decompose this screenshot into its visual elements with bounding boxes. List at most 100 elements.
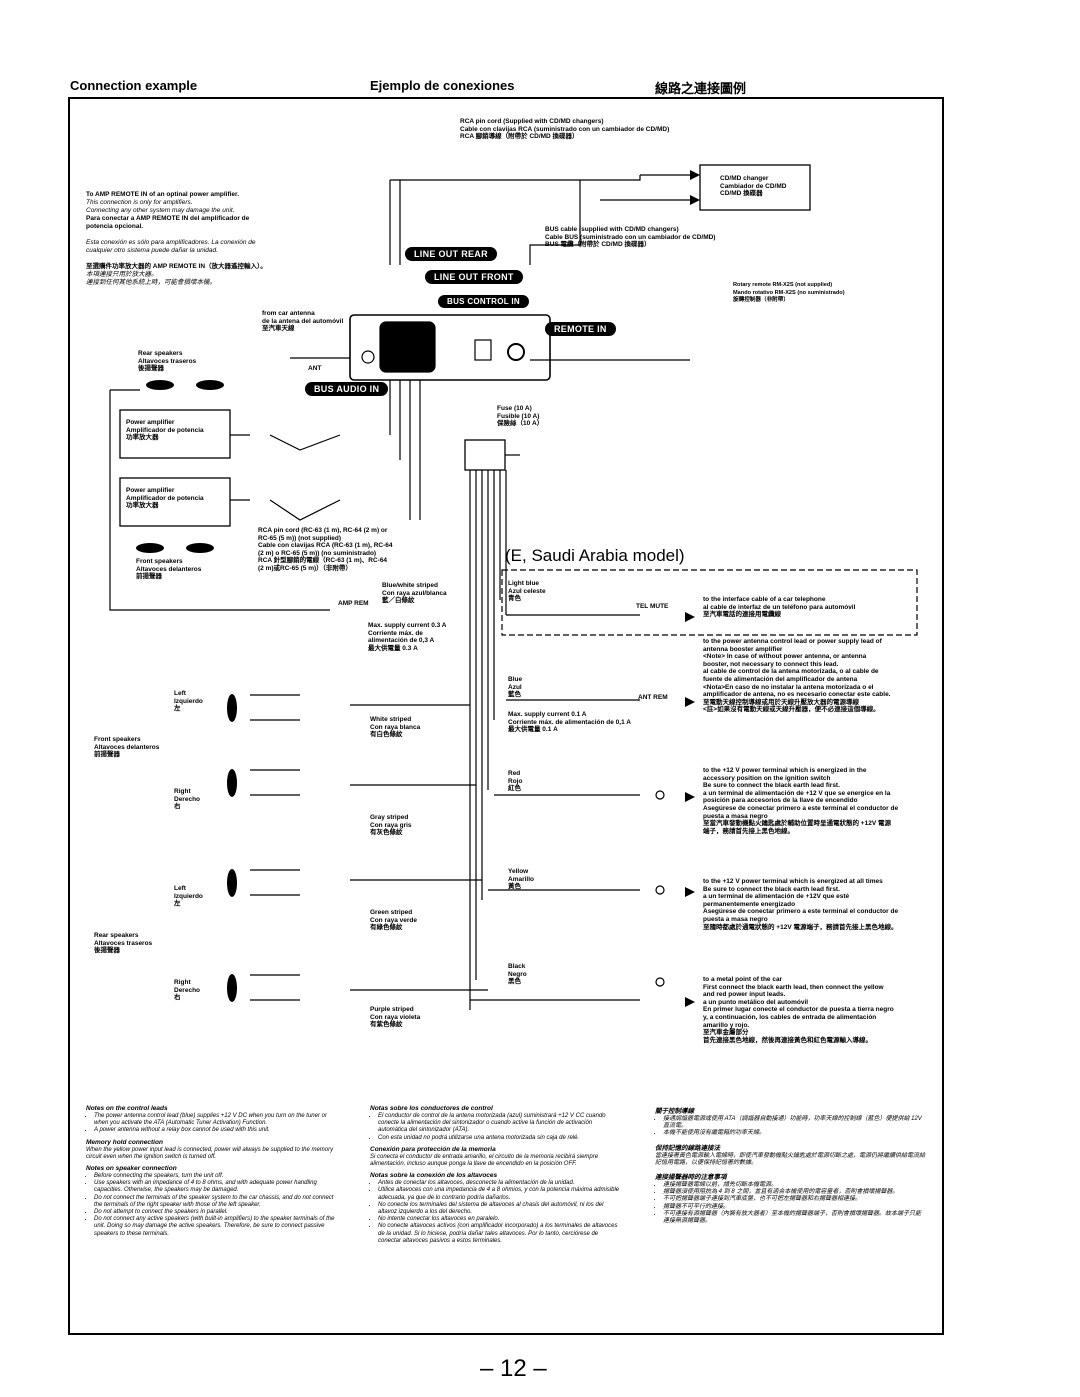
arrow-heads: [685, 170, 700, 1007]
speaker-leads: [250, 694, 300, 1001]
notes-es-item: El conductor de control de la antena mot…: [378, 1113, 620, 1135]
label-power-amp-2: Power amplifier Amplificador de potencia…: [126, 487, 204, 510]
notes-zh-item: 不可把揚聲器端子連接到汽車底盤，也不可把左揚聲器和右揚聲器相連接。: [663, 1196, 925, 1203]
saudi-arabia-box: [501, 569, 918, 636]
label-amp-remote-es-note: Esta conexión es sólo para amplificadore…: [86, 239, 256, 254]
label-amp-remote-note: This connection is only for amplifiers. …: [86, 199, 235, 214]
notes-en-item: Do not connect the terminals of the spea…: [94, 1195, 336, 1209]
notes-chinese: 關于控制導線 接通調諧器電源或使用 ATA（調諧器自動接通）功能時，功率天線的控…: [655, 1105, 925, 1229]
arrow-head: [685, 887, 695, 897]
port-bus-audio-in: BUS AUDIO IN: [305, 382, 389, 396]
notes-en-paragraph: When the yellow power input lead is conn…: [86, 1146, 334, 1160]
notes-zh-item: 連接揚聲器電線以前，請先切斷本機電源。: [663, 1182, 925, 1189]
notes-es-item: Antes de conectar los altavoces, descone…: [378, 1180, 620, 1187]
amp-remote-loop: [109, 389, 330, 611]
antenna-jack: [361, 350, 375, 364]
plus-terminal-icon: [655, 790, 665, 800]
label-rca-bottom: RCA pin cord (RC-63 (1 m), RC-64 (2 m) o…: [258, 527, 393, 572]
notes-zh-item: 揚聲器不可平行的連接。: [663, 1204, 925, 1211]
speaker-harness-leads: [350, 704, 488, 991]
plus-terminal-icon: [655, 885, 665, 895]
notes-en-item: Do not attempt to connect the speakers i…: [94, 1209, 336, 1216]
harness-wires: [469, 470, 507, 1010]
notes-spanish: Notas sobre los conductores de control E…: [370, 1105, 620, 1249]
label-blue-desc: to the power antenna control lead or pow…: [703, 638, 891, 714]
speaker-icons: [136, 380, 237, 1002]
notes-zh-heading-2: 保持記憶的線路連接法: [655, 1144, 720, 1152]
label-green-striped: Green striped Con raya verde 有綠色條紋: [370, 909, 417, 932]
port-bus-control-in: BUS CONTROL IN: [438, 295, 529, 308]
notes-en-item: Before connecting the speakers, turn the…: [94, 1173, 336, 1180]
speaker-rear-left-icon: [227, 869, 237, 897]
notes-zh-heading-1: 關于控制導線: [655, 1108, 694, 1115]
speaker-rear-top-right-icon: [196, 380, 224, 390]
speaker-front-top-left-icon: [136, 543, 164, 553]
label-black: Black Negro 黑色: [508, 963, 527, 986]
label-rear-speakers: Rear speakers Altavoces traseros 後揚聲器: [94, 932, 153, 955]
diagram-frame: [68, 97, 944, 1335]
label-left-1: Left Izquierdo 左: [174, 690, 203, 713]
bus-cable-wire: [529, 174, 690, 265]
label-red: Red Rojo 紅色: [508, 770, 523, 793]
port-line-out-front: LINE OUT FRONT: [425, 270, 523, 284]
label-ant-rem: ANT REM: [638, 694, 668, 701]
notes-es-item: Utilice altavoces con una impedancia de …: [378, 1187, 620, 1201]
arrow-head: [685, 697, 695, 707]
port-line-out-rear: LINE OUT REAR: [405, 247, 497, 261]
label-max-01: Max. supply current 0.1 A Corriente máx.…: [508, 711, 631, 734]
power-amp-1-box: [119, 409, 231, 459]
label-antenna: from car antenna de la antena del automó…: [262, 310, 344, 333]
notes-en-heading-3: Notes on speaker connection: [86, 1165, 177, 1173]
notes-es-heading-2: Conexión para protección de la memoria: [370, 1145, 496, 1153]
notes-zh-item: 接通調諧器電源或使用 ATA（調諧器自動接通）功能時，功率天線的控制線（藍色）便…: [663, 1116, 925, 1130]
label-gray-striped: Gray striped Con raya gris 有灰色條紋: [370, 814, 412, 837]
label-front-speakers: Front speakers Altavoces delanteros 前揚聲器: [94, 736, 160, 759]
notes-english: Notes on the control leads The power ant…: [86, 1105, 336, 1242]
changer-box: [699, 164, 811, 211]
notes-zh-item: 揚聲器須使用阻抗為 4 到 8 之間，並且有適合本機使用的電容量者，否則會損壞揚…: [663, 1189, 925, 1196]
label-fuse: Fuse (10 A) Fusible (10 A) 保險絲（10 A）: [497, 405, 544, 428]
notes-zh-heading-3: 連接揚聲器時的注意事項: [655, 1174, 727, 1182]
arrow-head: [685, 612, 695, 622]
label-rear-speakers-top: Rear speakers Altavoces traseros 後揚聲器: [138, 350, 197, 373]
label-rca-top: RCA pin cord (Supplied with CD/MD change…: [460, 118, 670, 141]
label-red-desc: to the +12 V power terminal which is ene…: [703, 767, 899, 835]
rca-top-wire: [389, 175, 641, 265]
notes-en-heading-1: Notes on the control leads: [86, 1105, 168, 1112]
notes-en-item: Do not connect any active speakers (with…: [94, 1216, 336, 1238]
speaker-rear-right-icon: [227, 974, 237, 1002]
speaker-rear-top-left-icon: [146, 380, 174, 390]
label-right-1: Right Derecho 右: [174, 788, 201, 811]
label-yellow-desc: to the +12 V power terminal which is ene…: [703, 878, 899, 931]
header-es: Ejemplo de conexiones: [370, 78, 515, 93]
minus-terminal-icon: [655, 977, 665, 987]
label-amp-remote: To AMP REMOTE IN of an optinal power amp…: [86, 191, 240, 198]
harness-connector: [464, 439, 506, 471]
notes-es-paragraph: Si conecta el conductor de entrada amari…: [370, 1153, 599, 1168]
label-rotary-remote: Rotary remote RM-X2S (not supplied) Mand…: [733, 282, 845, 304]
notes-es-heading-1: Notas sobre los conductores de control: [370, 1105, 493, 1112]
notes-zh-paragraph: 當連接著黃色電源輸入電線時，即使汽車發動機點火鑰匙處於電源切斷之處，電源仍將繼續…: [655, 1152, 926, 1166]
notes-en-item: A power antenna without a relay box cann…: [94, 1127, 336, 1134]
notes-en-heading-2: Memory hold connection: [86, 1138, 163, 1146]
label-light-blue: Light blue Azul celeste 青色: [508, 580, 546, 603]
power-amp-2-box: [119, 477, 231, 527]
page-number: – 12 –: [480, 1355, 547, 1382]
label-blue: Blue Azul 藍色: [508, 676, 523, 699]
label-max-03: Max. supply current 0.3 A Corriente máx.…: [368, 622, 447, 652]
label-amp-remote-zh: 至選購件功率放大器的 AMP REMOTE IN（放大器遙控輸入）。: [86, 263, 267, 270]
remote-jack: [507, 343, 525, 361]
label-black-desc: to a metal point of the car First connec…: [703, 976, 894, 1044]
label-amp-remote-es: Para conectar a AMP REMOTE IN del amplif…: [86, 215, 250, 230]
header-zh: 線路之連接圖例: [655, 81, 747, 96]
terminal-icons: [655, 790, 665, 987]
fuse-socket: [474, 339, 492, 361]
header-en: Connection example: [70, 78, 198, 93]
arrow-head: [690, 195, 700, 205]
label-left-2: Left Izquierdo 左: [174, 885, 203, 908]
saudi-arabia-model-label: (E, Saudi Arabia model): [505, 546, 685, 565]
notes-zh-item: 本機不能使用沒有繼電箱的功率天線。: [663, 1130, 925, 1137]
arrow-head: [685, 997, 695, 1007]
label-bus-cable: BUS cable (supplied with CD/MD changers)…: [545, 226, 716, 249]
